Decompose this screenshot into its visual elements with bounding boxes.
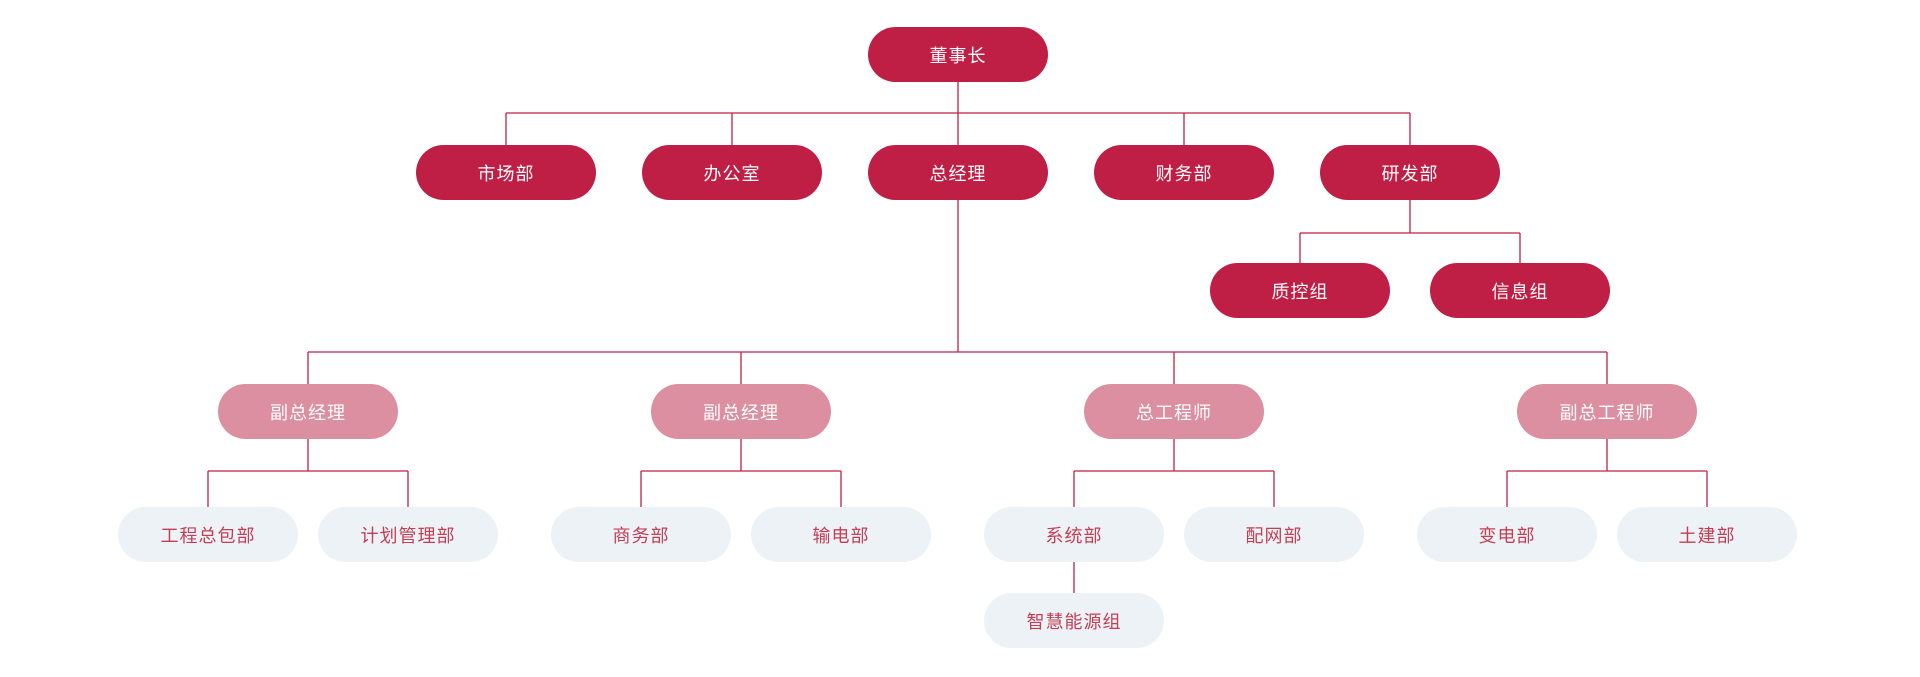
org-node-finance-dept[interactable]: 财务部 — [1094, 145, 1274, 200]
org-node-marketing-dept[interactable]: 市场部 — [416, 145, 596, 200]
org-node-information-group[interactable]: 信息组 — [1430, 263, 1610, 318]
org-node-deputy-gm-1[interactable]: 副总经理 — [218, 384, 398, 439]
org-node-transmission-dept[interactable]: 输电部 — [751, 507, 931, 562]
org-node-chief-engineer[interactable]: 总工程师 — [1084, 384, 1264, 439]
org-node-rnd-dept[interactable]: 研发部 — [1320, 145, 1500, 200]
org-node-planning-mgmt-dept[interactable]: 计划管理部 — [318, 507, 498, 562]
org-node-office[interactable]: 办公室 — [642, 145, 822, 200]
org-node-general-manager[interactable]: 总经理 — [868, 145, 1048, 200]
org-node-system-dept[interactable]: 系统部 — [984, 507, 1164, 562]
org-node-civil-works-dept[interactable]: 土建部 — [1617, 507, 1797, 562]
org-node-chairman[interactable]: 董事长 — [868, 27, 1048, 82]
org-node-smart-energy-group[interactable]: 智慧能源组 — [984, 593, 1164, 648]
org-node-deputy-chief-engineer[interactable]: 副总工程师 — [1517, 384, 1697, 439]
org-node-distribution-dept[interactable]: 配网部 — [1184, 507, 1364, 562]
org-node-quality-control-group[interactable]: 质控组 — [1210, 263, 1390, 318]
org-node-substation-dept[interactable]: 变电部 — [1417, 507, 1597, 562]
org-node-epc-dept[interactable]: 工程总包部 — [118, 507, 298, 562]
org-node-commerce-dept[interactable]: 商务部 — [551, 507, 731, 562]
org-node-deputy-gm-2[interactable]: 副总经理 — [651, 384, 831, 439]
